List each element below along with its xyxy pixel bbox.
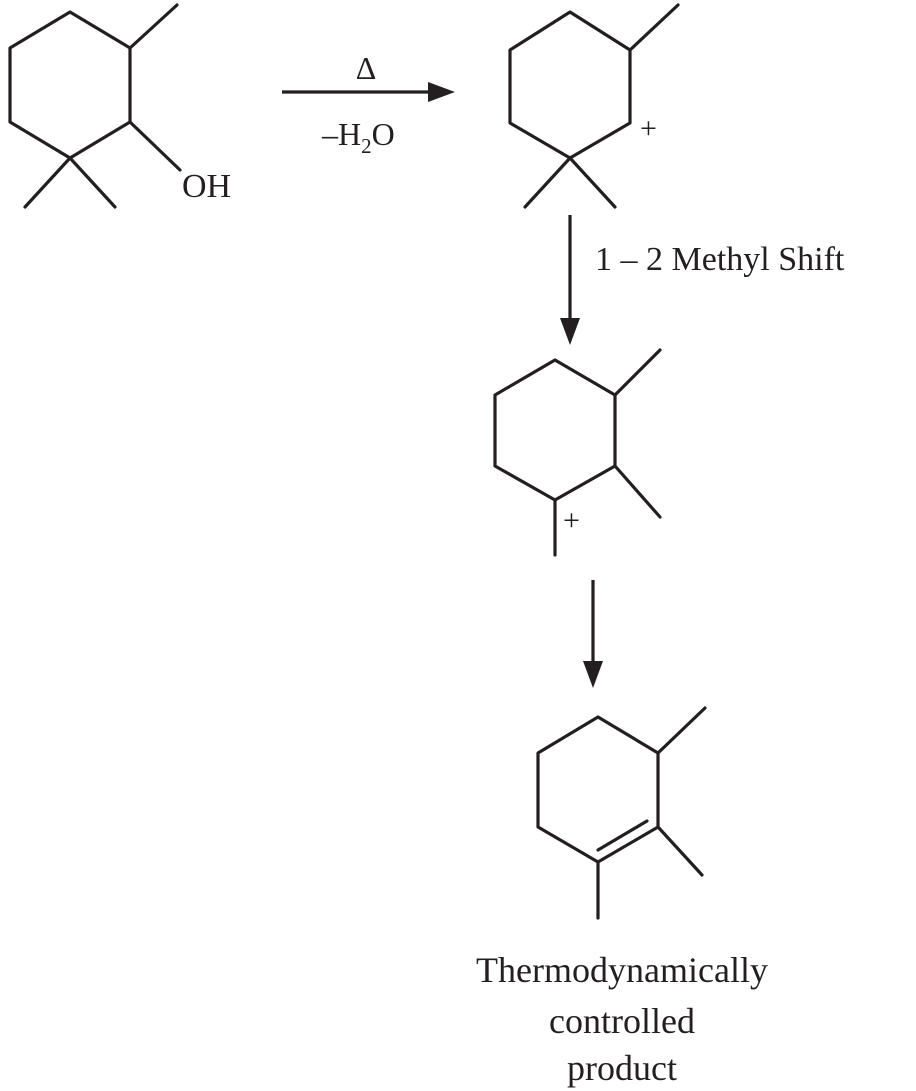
elimination-arrow-head (583, 661, 603, 688)
product-caption-line-2: controlled (549, 1001, 695, 1041)
carbocation-2-structure: + (493, 348, 662, 557)
carbocation-2-ring (493, 358, 617, 502)
methyl-shift-label: 1 – 2 Methyl Shift (595, 241, 845, 278)
carbocation-1-gem-methyl-right (568, 156, 617, 209)
starting-alcohol-structure: OH (8, 3, 231, 209)
product-structure (536, 706, 707, 920)
methyl-shift-arrow: 1 – 2 Methyl Shift (560, 215, 845, 345)
alcohol-ring (8, 10, 132, 160)
carbocation-2-methyl-top (613, 348, 662, 397)
dehydration-arrow: Δ –H2O (282, 50, 455, 158)
carbocation-1-ring (508, 10, 632, 160)
product-ring (536, 715, 660, 864)
methyl-shift-arrow-head (560, 318, 580, 345)
carbocation-1-gem-methyl-left (523, 156, 572, 209)
carbocation-1-structure: + (508, 3, 680, 209)
oh-label: OH (182, 168, 231, 205)
dehydration-arrow-head (428, 82, 455, 102)
alcohol-gem-methyl-left (23, 156, 72, 209)
elimination-arrow (583, 580, 603, 688)
product-methyl-top (656, 706, 707, 755)
product-methyl-mid (656, 825, 704, 877)
carbocation-2-methyl-mid (613, 464, 662, 519)
product-caption-line-1: Thermodynamically (476, 950, 768, 990)
alcohol-methyl-top (128, 3, 179, 50)
product-caption-line-3: product (567, 1048, 677, 1088)
product-double-bond-inner (596, 819, 649, 852)
water-loss-label: –H2O (321, 116, 395, 158)
carbocation-2-charge: + (563, 504, 580, 537)
alcohol-oh-bond (128, 120, 182, 172)
carbocation-1-methyl-top (628, 3, 680, 52)
product-caption: Thermodynamically controlled product (476, 950, 768, 1088)
heat-symbol: Δ (356, 50, 377, 86)
alcohol-gem-methyl-right (68, 156, 117, 209)
carbocation-1-charge: + (640, 112, 657, 145)
